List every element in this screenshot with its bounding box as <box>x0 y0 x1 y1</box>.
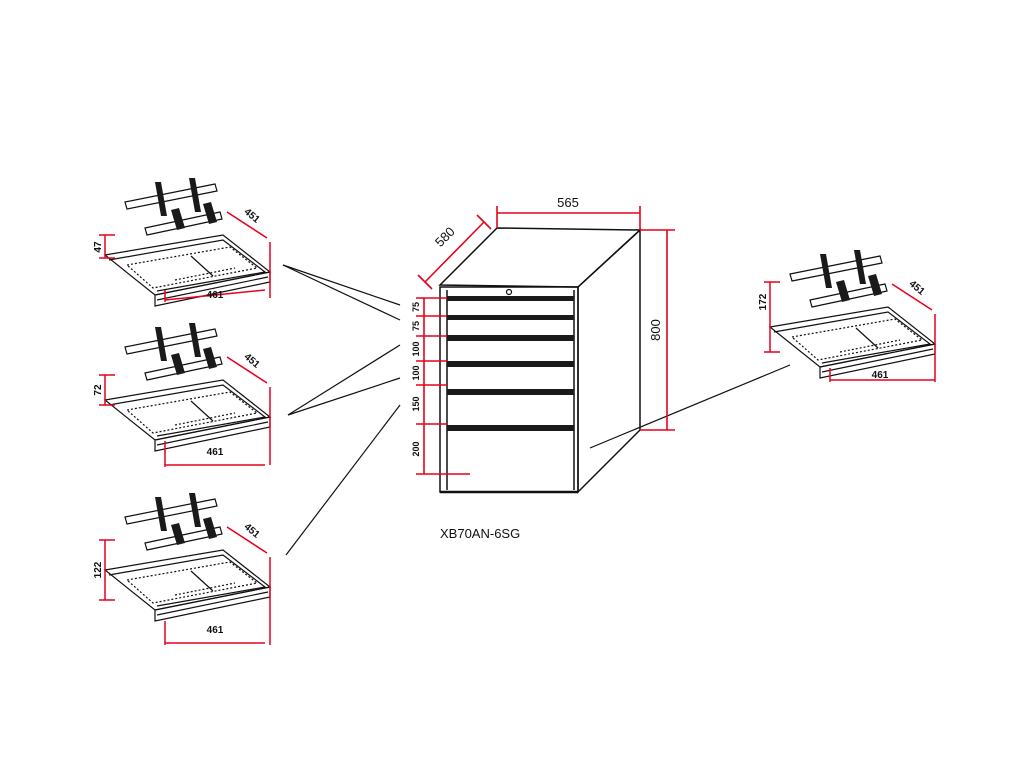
leader-lines <box>282 264 791 556</box>
drawer-1-width-label: 461 <box>207 290 224 301</box>
drawer-height-label-3: 100 <box>411 341 421 356</box>
drawer-detail-1: 47 451 461 <box>93 177 271 307</box>
drawer-detail-2: 72 451 461 <box>93 322 271 467</box>
drawer-height-label-4: 100 <box>411 365 421 380</box>
drawer-detail-3: 122 451 461 <box>93 492 271 645</box>
dimension-lines <box>416 206 675 475</box>
drawer-3-width-label: 461 <box>207 625 224 636</box>
drawer-2-width-label: 461 <box>207 447 224 458</box>
model-caption: XB70AN-6SG <box>440 526 521 541</box>
drawer-1-height-label: 47 <box>93 241 104 253</box>
drawer-4-height-label: 172 <box>758 293 769 310</box>
cabinet <box>438 227 642 494</box>
drawer-height-label-6: 200 <box>411 441 421 456</box>
lock-icon <box>505 288 513 296</box>
cabinet-width-label: 565 <box>557 195 579 210</box>
cabinet-depth-label: 580 <box>432 224 458 250</box>
drawer-height-label-1: 75 <box>411 302 421 312</box>
drawer-height-label-2: 75 <box>411 321 421 331</box>
drawer-detail-4: 172 451 461 <box>758 249 936 382</box>
cabinet-height-label: 800 <box>648 319 663 341</box>
drawer-3-height-label: 122 <box>93 561 104 578</box>
drawer-height-label-5: 150 <box>411 396 421 411</box>
drawer-2-height-label: 72 <box>93 384 104 396</box>
drawer-4-width-label: 461 <box>872 370 889 381</box>
